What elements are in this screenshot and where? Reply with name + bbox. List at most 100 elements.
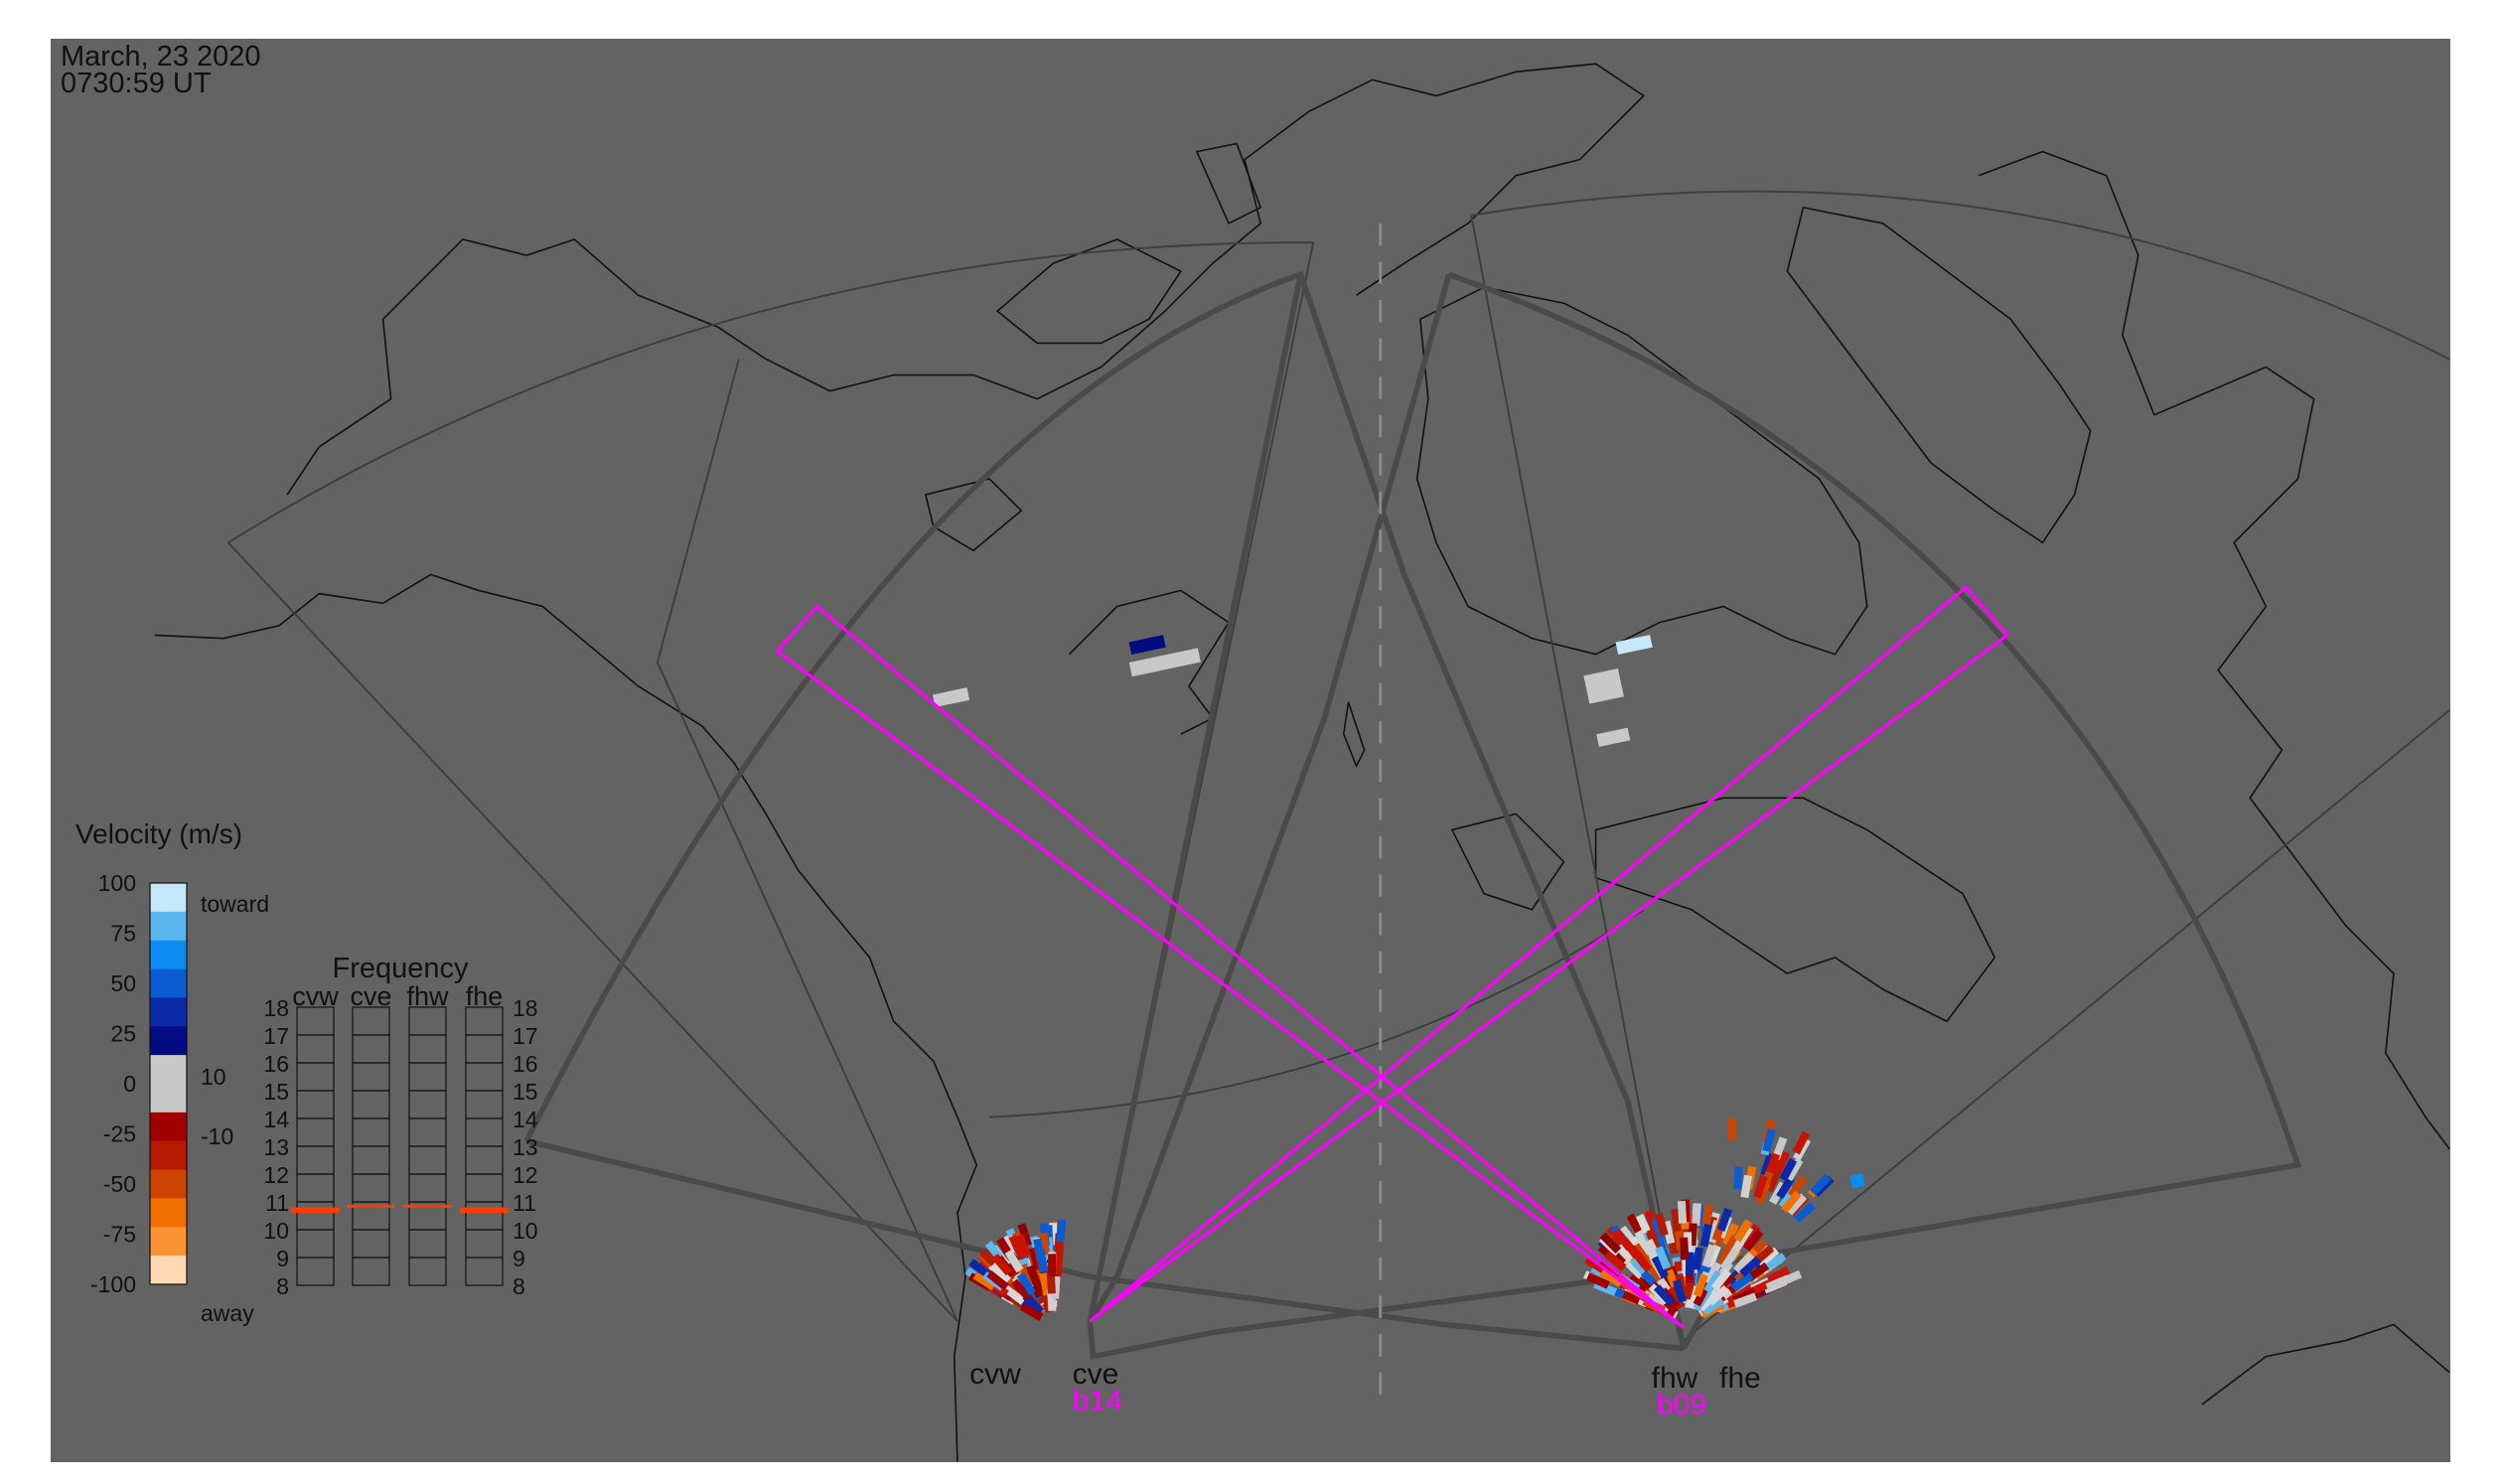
echo-cell: [1008, 1234, 1026, 1259]
frequency-column-label: fhw: [406, 981, 449, 1011]
tick-10: 10: [201, 1064, 226, 1090]
echo-cell: [1703, 1269, 1723, 1294]
colorbar-segment: [150, 1198, 187, 1228]
frequency-marker-cvw: [291, 1207, 340, 1214]
echo-cell: [1653, 1284, 1676, 1306]
echo-cell: [1036, 1249, 1049, 1273]
colorbar-segment: [150, 968, 187, 998]
echo-cell: [986, 1269, 1009, 1291]
echo-cell: [1716, 1207, 1732, 1232]
frequency-tick-left: 14: [263, 1107, 289, 1132]
frequency-tick-left: 11: [265, 1190, 289, 1216]
echo-cell: [1762, 1128, 1776, 1152]
echo-cell: [1048, 1254, 1057, 1276]
echo-cell: [1586, 1272, 1610, 1289]
echo-patch: [1128, 648, 1201, 677]
echo-cell: [1701, 1244, 1716, 1268]
echo-cell: [1604, 1251, 1627, 1271]
echo-cell: [1733, 1166, 1743, 1190]
echo-cell: [1728, 1117, 1737, 1141]
frequency-title: Frequency: [332, 953, 469, 984]
beam-label-b09: b09: [1657, 1389, 1706, 1421]
echo-patch: [1128, 635, 1166, 656]
echo-cell: [1703, 1261, 1722, 1285]
frequency-tick-left: 9: [276, 1246, 289, 1271]
echo-cell: [1046, 1270, 1056, 1294]
site-label-fhw: fhw: [1652, 1362, 1698, 1395]
colorbar-segment: [150, 1256, 187, 1285]
echo-cell: [1743, 1229, 1764, 1252]
echo-cell: [972, 1271, 996, 1291]
echo-cell: [1755, 1180, 1771, 1205]
frequency-tick-left: 13: [263, 1134, 289, 1160]
echo-cell: [1793, 1202, 1817, 1224]
frequency-column-label: fhe: [466, 981, 504, 1011]
echo-cell: [1779, 1157, 1798, 1182]
echo-cell: [1701, 1203, 1713, 1228]
echo-cell: [1692, 1247, 1703, 1270]
echo-cell: [1004, 1249, 1024, 1273]
echo-cell: [1753, 1174, 1768, 1199]
velocity-tick-label: -50: [103, 1171, 136, 1197]
echo-cell: [1693, 1273, 1708, 1297]
echo-cell: [1766, 1265, 1791, 1284]
echo-patch: [1615, 635, 1653, 656]
colorbar-segment: [150, 1112, 187, 1142]
site-label-cve: cve: [1073, 1358, 1119, 1391]
echo-cell: [1015, 1234, 1032, 1259]
frequency-tick-right: 8: [513, 1273, 525, 1299]
colorbar-segment: [150, 997, 187, 1027]
velocity-tick-label: -100: [90, 1271, 136, 1297]
echo-cell: [1667, 1285, 1686, 1310]
fov-outlines-thick: [523, 270, 2302, 1360]
velocity-legend-title: Velocity (m/s): [75, 818, 242, 849]
frequency-tick-right: 15: [513, 1079, 538, 1105]
frequency-tick-left: 18: [263, 995, 289, 1021]
colorbar-frame: [149, 882, 188, 1285]
velocity-tick-label: 50: [110, 970, 136, 996]
map-background: [51, 39, 2450, 1462]
beam-b09: [775, 604, 1685, 1329]
echo-cell: [1781, 1190, 1802, 1214]
echo-cell: [1787, 1175, 1808, 1198]
velocity-tick-label: -75: [103, 1222, 136, 1248]
echo-cell: [1717, 1241, 1736, 1265]
beam-b14: [1089, 584, 2010, 1323]
colorbar-segment: [150, 1026, 187, 1056]
echo-cell: [1776, 1175, 1795, 1200]
site-label-fhe: fhe: [1719, 1362, 1761, 1395]
echo-cell: [1764, 1152, 1781, 1177]
echo-patch: [1583, 668, 1624, 704]
echo-cell: [1756, 1247, 1780, 1267]
frequency-tick-right: 16: [513, 1051, 538, 1077]
frequency-cell: [465, 1006, 504, 1036]
echo-cell: [1622, 1258, 1645, 1279]
frequency-tick-left: 12: [263, 1162, 289, 1188]
frequency-cell: [296, 1006, 335, 1036]
frequency-tick-right: 18: [513, 995, 538, 1021]
echo-cell: [1733, 1252, 1755, 1274]
velocity-colorbar: [149, 882, 188, 1285]
echo-cell: [1792, 1130, 1811, 1155]
echo-cell: [1699, 1223, 1713, 1248]
echo-cell: [1733, 1292, 1758, 1308]
away-label: away: [201, 1300, 254, 1326]
frequency-column-label: cve: [350, 981, 391, 1011]
frequency-tick-left: 8: [276, 1273, 289, 1299]
echo-cell: [1056, 1219, 1067, 1243]
colorbar-segment: [150, 1084, 187, 1113]
frequency-tick-left: 17: [263, 1023, 289, 1049]
beam-label-b14: b14: [1073, 1385, 1122, 1417]
date-label: March, 23 2020: [61, 41, 261, 73]
colorbar-segment: [150, 1140, 187, 1171]
frequency-column-label: cvw: [292, 981, 339, 1011]
frequency-cell: [408, 1006, 447, 1036]
colorbar-segment: [150, 911, 187, 942]
echo-cell: [1721, 1222, 1739, 1247]
echo-cell: [1778, 1269, 1803, 1287]
echo-cell: [1677, 1200, 1688, 1224]
echo-cell: [1706, 1284, 1730, 1306]
fov-outlines-thin: [227, 190, 2450, 1342]
